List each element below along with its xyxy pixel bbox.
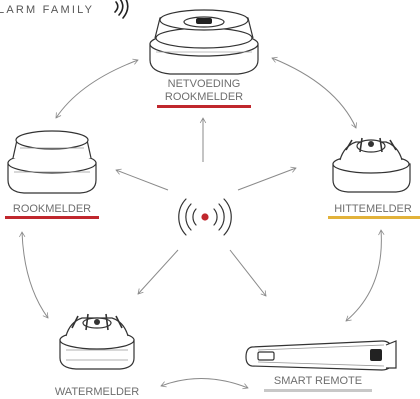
- smart-remote-label: SMART REMOTE: [273, 375, 363, 387]
- hittemelder-device: [332, 137, 411, 193]
- arrow-hub-down-right: [229, 249, 267, 297]
- arrow-watermelder-smartremote: [160, 378, 249, 390]
- rookmelder-label: ROOKMELDER: [12, 203, 92, 215]
- diagram-title: LARM FAMILY: [0, 4, 95, 16]
- arrow-hub-right: [237, 166, 297, 191]
- netvoeding-label-line2: ROOKMELDER: [164, 91, 244, 103]
- netvoeding-label-line1: NETVOEDING: [167, 78, 241, 90]
- smart-remote-device: [245, 340, 397, 371]
- arrow-netvoeding-hittemelder: [271, 56, 357, 129]
- wireless-signal-icon: [178, 198, 232, 236]
- watermelder-label: WATERMELDER: [54, 386, 140, 398]
- arrow-hittemelder-smartremote: [345, 229, 385, 322]
- arrow-hub-left: [115, 168, 169, 191]
- perimeter-arrows: [19, 56, 385, 390]
- watermelder-device: [59, 313, 135, 370]
- smart-remote-underline: [264, 389, 372, 392]
- arrow-netvoeding-rookmelder: [55, 58, 139, 119]
- arrow-rookmelder-watermelder: [19, 231, 49, 319]
- netvoeding-underline: [157, 105, 251, 108]
- rookmelder-device: [7, 130, 97, 194]
- rookmelder-underline: [5, 216, 99, 219]
- hub-arrows: [115, 117, 297, 297]
- signal-waves-icon: [114, 0, 129, 19]
- hittemelder-underline: [328, 216, 420, 219]
- hittemelder-label: HITTEMELDER: [334, 203, 412, 215]
- arrow-hub-down-left: [137, 249, 179, 295]
- netvoeding-rookmelder-device: [149, 9, 259, 75]
